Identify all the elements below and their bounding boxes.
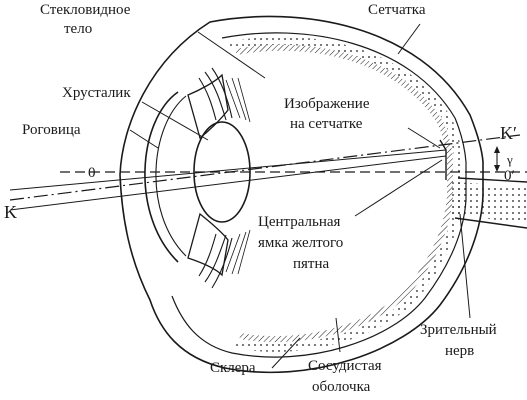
label-vitreous-2: тело <box>64 21 92 37</box>
axis-left-zero: 0 <box>88 165 96 181</box>
optic-nerve-fill <box>450 182 527 224</box>
label-lens: Хрусталик <box>62 85 131 101</box>
label-fovea-1: Центральная <box>258 214 341 230</box>
leader-optic-nerve <box>459 213 471 319</box>
cornea-inner <box>155 95 187 257</box>
optic-nerve-outline <box>454 177 527 229</box>
gamma-arrow-head-bottom <box>494 165 500 172</box>
leader-cornea <box>129 129 159 149</box>
leader-lens <box>141 101 209 141</box>
gamma-arrow-head-top <box>494 146 500 153</box>
label-image-2: на сетчатке <box>290 116 363 132</box>
iris-lower <box>187 212 229 277</box>
choroid-inner <box>171 32 467 358</box>
ray-lower <box>9 155 447 211</box>
label-choroid-2: оболочка <box>312 379 371 395</box>
ray-upper <box>9 149 447 191</box>
zonule-upper <box>225 77 251 123</box>
iris-upper <box>187 73 229 140</box>
label-choroid-1: Сосудистая <box>308 358 382 374</box>
leader-fovea <box>354 159 443 217</box>
label-cornea: Роговица <box>22 122 81 138</box>
axis-right-k: K′ <box>500 123 517 143</box>
leader-sclera <box>271 337 301 369</box>
label-optic-nerve-2: нерв <box>445 343 474 359</box>
axis-left-k: K <box>4 202 17 222</box>
leader-vitreous <box>197 31 266 79</box>
leader-choroid <box>335 317 341 353</box>
leader-retina <box>397 23 421 55</box>
retina-band <box>227 36 462 352</box>
label-fovea-3: пятна <box>293 256 330 272</box>
label-sclera: Склера <box>210 360 256 376</box>
cornea-shape <box>144 91 179 263</box>
label-optic-nerve-1: Зрительный <box>420 322 497 338</box>
zonule-lower <box>225 229 251 275</box>
ciliary-upper <box>198 67 233 121</box>
choroid-band <box>235 44 453 343</box>
visual-axis <box>9 134 521 201</box>
leader-image <box>407 127 441 149</box>
sclera-outer <box>119 15 484 374</box>
label-retina: Сетчатка <box>368 2 426 18</box>
ciliary-lower <box>198 233 233 289</box>
label-vitreous-1: Стекловидное <box>40 2 131 18</box>
label-image-1: Изображение <box>284 96 370 112</box>
label-fovea-2: ямка желтого <box>258 235 343 251</box>
angle-gamma: γ <box>506 152 513 167</box>
axis-right-zero: 0′ <box>504 168 515 184</box>
